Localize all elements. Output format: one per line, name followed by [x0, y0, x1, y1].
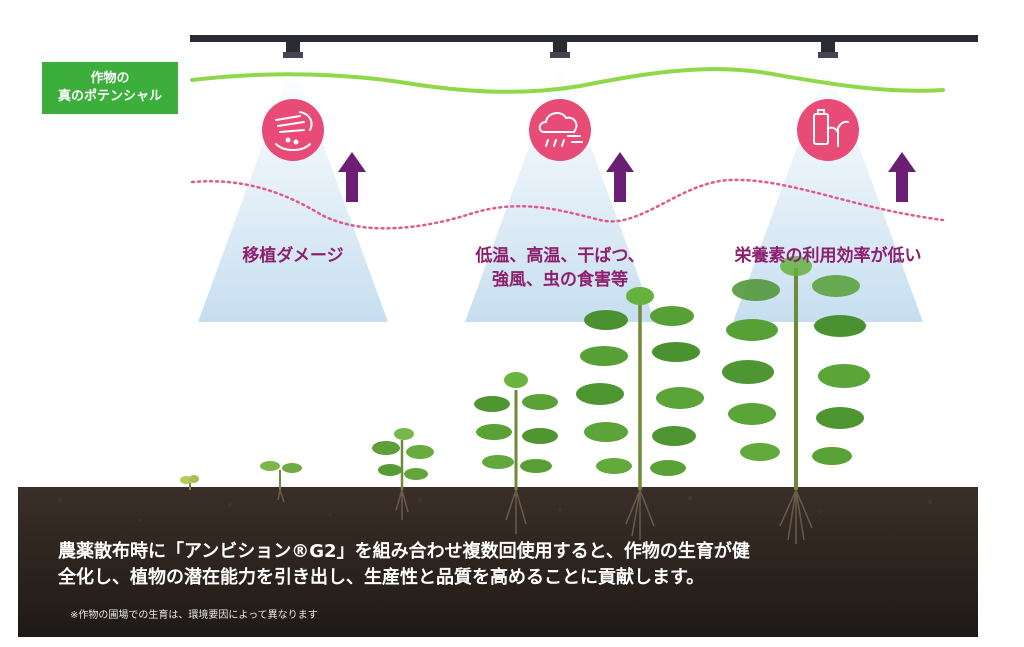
battery-plant-icon [813, 109, 849, 147]
nozzle-2 [550, 42, 570, 58]
nozzle-1 [283, 42, 303, 58]
plant-roots [277, 489, 813, 544]
plant-stage-6 [722, 256, 870, 490]
soil-texture [58, 496, 932, 522]
crop-potential-label-line2: 真のポテンシャル [57, 89, 162, 104]
stress-icon-3 [797, 99, 859, 161]
hand-soil-icon [275, 111, 313, 151]
crop-potential-label: 作物の 真のポテンシャル [42, 62, 178, 114]
stress-label-2: 低温、高温、干ばつ、 強風、虫の食害等 [460, 244, 660, 292]
weather-icon [538, 112, 583, 147]
up-arrow-1 [338, 152, 366, 202]
description-line1: 農薬散布時に「アンビション®G2」を組み合わせ複数回使用すると、作物の生育が健 [58, 541, 750, 562]
stress-label-2-line1: 低温、高温、干ばつ、 [475, 246, 645, 266]
sprayer-boom [190, 35, 978, 42]
stress-icon-1 [262, 99, 324, 161]
spray-cone-3 [733, 62, 923, 322]
plant-stage-4 [474, 372, 558, 490]
stress-label-3-line1: 栄養素の利用効率が低い [734, 246, 922, 266]
footnote: ※作物の圃場での生育は、環境要因によって異なります [70, 610, 318, 621]
soil-ground [18, 487, 978, 637]
plant-stage-5 [576, 287, 704, 490]
up-arrow-2 [606, 152, 634, 202]
stress-label-3: 栄養素の利用効率が低い [718, 244, 938, 268]
potential-line [190, 67, 945, 94]
plant-stage-3 [372, 428, 434, 490]
plant-stage-1 [180, 475, 199, 490]
description-text: 農薬散布時に「アンビション®G2」を組み合わせ複数回使用すると、作物の生育が健 … [58, 539, 958, 591]
stress-label-2-line2: 強風、虫の食害等 [492, 270, 628, 290]
spray-cone-2 [465, 62, 655, 322]
nozzle-3 [818, 42, 838, 58]
stress-icon-2 [529, 99, 591, 161]
current-growth-line [190, 178, 945, 230]
stress-label-1-line1: 移植ダメージ [242, 246, 344, 266]
up-arrow-3 [888, 152, 916, 202]
plant-stage-2 [260, 461, 302, 490]
stress-label-1: 移植ダメージ [218, 244, 368, 268]
spray-cone-1 [198, 62, 388, 322]
crop-potential-label-line1: 作物の [90, 71, 130, 86]
description-line2: 全化し、植物の潜在能力を引き出し、生産性と品質を高めることに貢献します。 [58, 567, 705, 588]
